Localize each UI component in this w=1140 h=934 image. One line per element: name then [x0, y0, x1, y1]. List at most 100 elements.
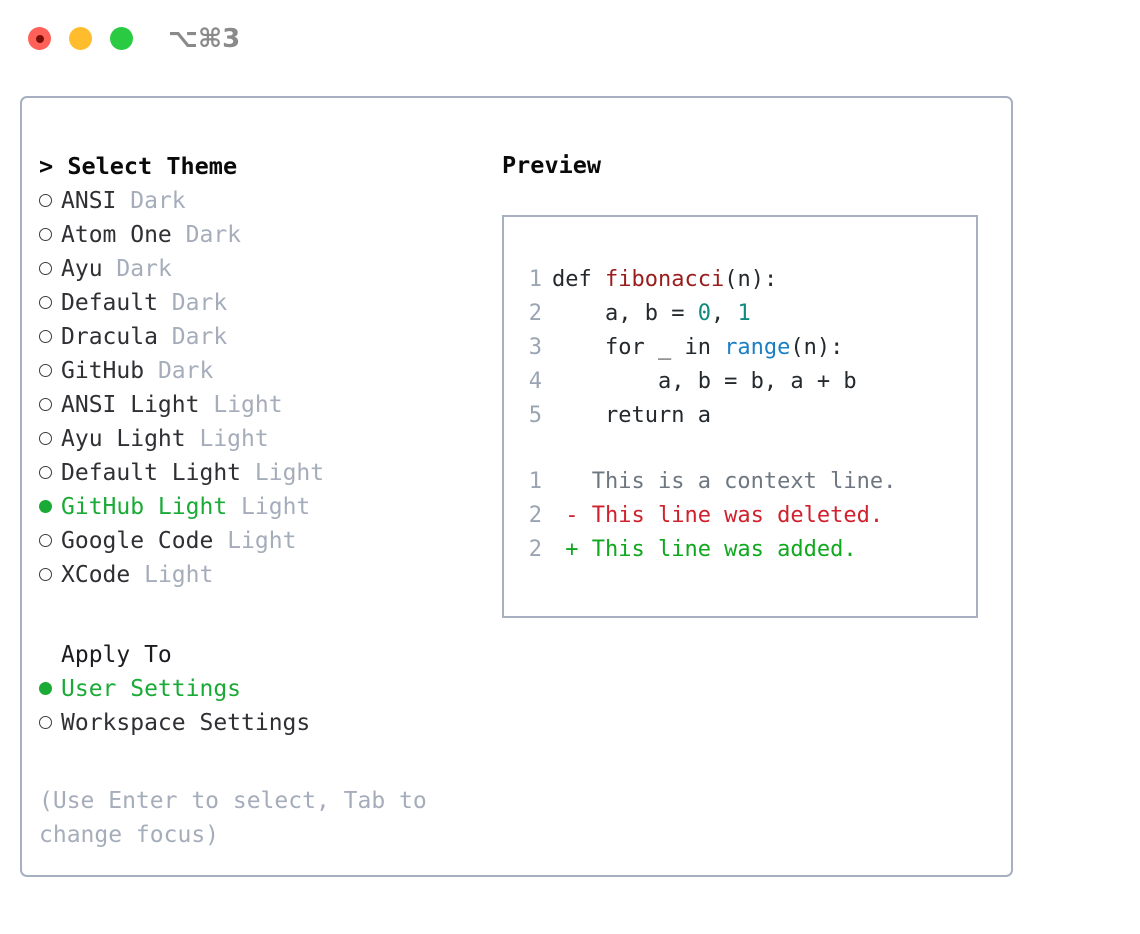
- line-number: 5: [528, 403, 542, 428]
- radio-selected-icon: [39, 672, 61, 706]
- theme-kind-badge: Dark: [116, 256, 172, 282]
- code-token: fibonacci: [604, 267, 725, 292]
- theme-kind-badge: Dark: [185, 222, 242, 248]
- radio-unselected-icon: [39, 252, 61, 286]
- radio-unselected-icon: [39, 286, 61, 320]
- radio-unselected-icon: [39, 388, 61, 422]
- line-number: 2: [528, 301, 542, 326]
- radio-unselected-icon: [39, 706, 61, 740]
- theme-kind-badge: Dark: [171, 324, 228, 350]
- code-token: a, b = b, a + b: [552, 369, 857, 394]
- diff-line: 2 + This line was added.: [504, 533, 976, 567]
- theme-name: GitHub Light: [61, 494, 228, 520]
- radio-unselected-icon: [39, 218, 61, 252]
- radio-unselected-icon: [39, 558, 61, 592]
- line-number: 3: [528, 335, 542, 360]
- close-button-icon[interactable]: [28, 27, 51, 50]
- theme-list-item[interactable]: Google Code Light: [39, 524, 469, 558]
- prompt-caret-icon: >: [39, 152, 54, 180]
- radio-unselected-icon: [39, 456, 61, 490]
- theme-list-item[interactable]: GitHub Dark: [39, 354, 469, 388]
- minimize-button-icon[interactable]: [69, 27, 92, 50]
- theme-list-item[interactable]: XCode Light: [39, 558, 469, 592]
- code-line: 3 for _ in range(n):: [504, 331, 976, 365]
- line-number: 1: [528, 267, 542, 292]
- theme-kind-badge: Light: [144, 562, 214, 588]
- preview-heading: Preview: [502, 151, 602, 179]
- theme-list-item[interactable]: GitHub Light Light: [39, 490, 469, 524]
- theme-name: Dracula: [61, 324, 158, 350]
- code-line: 4 a, b = b, a + b: [504, 365, 976, 399]
- theme-name: Ayu Light: [61, 426, 186, 452]
- apply-to-label: Apply To: [61, 642, 172, 668]
- theme-list-item[interactable]: ANSI Dark: [39, 184, 469, 218]
- hint-spacer: [39, 740, 469, 784]
- apply-to-option-label: Workspace Settings: [61, 710, 311, 736]
- diff-line-text: - This line was deleted.: [552, 503, 884, 528]
- diff-line: 2 - This line was deleted.: [504, 499, 976, 533]
- theme-list-item[interactable]: Ayu Light Light: [39, 422, 469, 456]
- theme-list-item[interactable]: Default Light Light: [39, 456, 469, 490]
- theme-list-item[interactable]: ANSI Light Light: [39, 388, 469, 422]
- theme-kind-badge: Light: [213, 392, 283, 418]
- theme-list-item[interactable]: Atom One Dark: [39, 218, 469, 252]
- radio-unselected-icon: [39, 524, 61, 558]
- theme-kind-badge: Dark: [157, 358, 214, 384]
- theme-kind-badge: Dark: [171, 290, 228, 316]
- keyboard-shortcut-label: ⌥⌘3: [168, 24, 241, 54]
- theme-name: Atom One: [61, 222, 172, 248]
- code-token: (n):: [790, 335, 844, 360]
- radio-unselected-icon: [39, 320, 61, 354]
- title-bar: ⌥⌘3: [0, 0, 1140, 78]
- theme-name: Ayu: [61, 256, 103, 282]
- code-token: 1: [737, 301, 751, 326]
- theme-list-item[interactable]: Ayu Dark: [39, 252, 469, 286]
- code-token: ,: [710, 301, 738, 326]
- radio-selected-icon: [39, 490, 61, 524]
- theme-name: Default: [61, 290, 158, 316]
- theme-kind-badge: Light: [254, 460, 325, 486]
- theme-name: XCode: [61, 562, 131, 588]
- code-token: a, b =: [552, 301, 698, 326]
- theme-list-item[interactable]: Dracula Dark: [39, 320, 469, 354]
- code-token: range: [724, 335, 791, 360]
- apply-to-option[interactable]: User Settings: [39, 672, 469, 706]
- theme-list-item[interactable]: Default Dark: [39, 286, 469, 320]
- theme-kind-badge: Light: [199, 426, 269, 452]
- diff-sample: 1 This is a context line.2 - This line w…: [504, 465, 976, 567]
- theme-name: ANSI: [61, 188, 117, 214]
- radio-unselected-icon: [39, 422, 61, 456]
- line-number: 1: [528, 469, 542, 494]
- line-number: 2: [528, 537, 542, 562]
- radio-unselected-icon: [39, 184, 61, 218]
- apply-to-option-label: User Settings: [61, 676, 242, 702]
- code-token: (n):: [724, 267, 778, 292]
- diff-line-text: This is a context line.: [552, 469, 897, 494]
- diff-line: 1 This is a context line.: [504, 465, 976, 499]
- theme-kind-badge: Light: [241, 494, 311, 520]
- theme-picker-header: > Select Theme: [39, 148, 469, 184]
- apply-to-option[interactable]: Workspace Settings: [39, 706, 469, 740]
- theme-name: GitHub: [61, 358, 145, 384]
- zoom-button-icon[interactable]: [110, 27, 133, 50]
- code-token: def: [552, 267, 605, 292]
- theme-kind-badge: Dark: [130, 188, 186, 214]
- line-number: 2: [528, 503, 542, 528]
- line-number: 4: [528, 369, 542, 394]
- code-line: 2 a, b = 0, 1: [504, 297, 976, 331]
- code-token: for _ in: [552, 335, 725, 360]
- keyboard-hint-text: (Use Enter to select, Tab to change focu…: [39, 788, 427, 848]
- code-token: 0: [697, 301, 711, 326]
- traffic-light-group: [28, 27, 133, 50]
- diff-line-text: + This line was added.: [552, 537, 857, 562]
- section-spacer: [39, 592, 469, 638]
- theme-name: ANSI Light: [61, 392, 200, 418]
- radio-unselected-icon: [39, 354, 61, 388]
